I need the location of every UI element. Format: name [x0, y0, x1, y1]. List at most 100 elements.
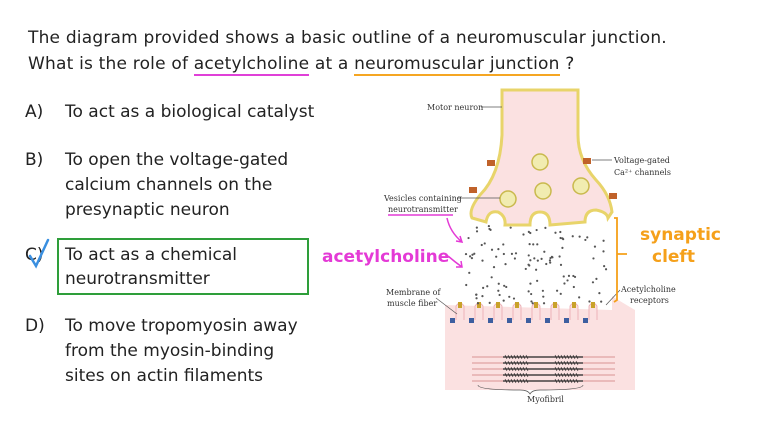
myosin-head — [516, 360, 520, 366]
option-key: A) — [25, 102, 44, 122]
neurotransmitter-dot — [497, 282, 500, 285]
neurotransmitter-dot — [572, 285, 575, 289]
neurotransmitter-dot — [480, 243, 483, 247]
myosin-head — [510, 366, 514, 372]
myosin-head — [569, 378, 573, 384]
myosin-head — [510, 354, 514, 360]
neurotransmitter-dot — [488, 227, 491, 231]
myosin-head — [566, 354, 570, 360]
myosin-head — [522, 378, 526, 384]
neurotransmitter-dot — [578, 296, 581, 299]
neurotransmitter-dot — [536, 243, 539, 246]
myosin-head — [557, 360, 561, 366]
neurotransmitter-dot — [543, 250, 546, 253]
neurotransmitter-dot — [481, 259, 484, 262]
neurotransmitter-dot — [545, 262, 548, 266]
label-muscle-fiber: muscle fiber — [387, 299, 437, 308]
term-neuromuscular-junction: neuromuscular junction — [354, 54, 560, 76]
myosin-head — [504, 378, 508, 384]
myosin-head — [516, 378, 520, 384]
myosin-head — [575, 372, 579, 378]
myofibril — [472, 354, 615, 384]
myosin-head — [557, 372, 561, 378]
myosin-head — [566, 372, 570, 378]
myosin-head — [516, 366, 520, 372]
myosin-head — [507, 378, 511, 384]
neurotransmitter-dot — [540, 257, 543, 260]
neurotransmitter-dot — [508, 295, 511, 298]
neurotransmitter-dot — [502, 243, 505, 246]
acetylcholinesterase — [469, 318, 474, 323]
neurotransmitter-dot — [559, 292, 562, 295]
neurotransmitter-dot — [527, 230, 530, 233]
neurotransmitter-dot — [467, 236, 470, 240]
neurotransmitter-dot — [592, 257, 595, 260]
myosin-head — [566, 378, 570, 384]
synaptic-vesicles — [499, 153, 590, 208]
myosin-head — [510, 378, 514, 384]
myosin-head — [510, 360, 514, 366]
neurotransmitter-dot — [513, 257, 517, 260]
neurotransmitter-dot — [572, 274, 575, 278]
option-text: To open the voltage-gated — [65, 150, 289, 170]
myosin-head — [572, 378, 576, 384]
question-text: at a — [309, 54, 355, 74]
annotation-synaptic: synaptic — [640, 225, 721, 245]
neurotransmitter-dot — [571, 235, 574, 238]
neurotransmitter-molecules — [464, 224, 608, 305]
neurotransmitter-dot — [603, 265, 606, 268]
myosin-head — [566, 360, 570, 366]
neurotransmitter-dot — [544, 226, 547, 229]
neurotransmitter-dot — [578, 235, 581, 238]
label-membrane: Membrane of — [386, 288, 441, 297]
neurotransmitter-dot — [471, 253, 474, 256]
myosin-head — [516, 354, 520, 360]
myosin-head — [519, 360, 523, 366]
neurotransmitter-dot — [586, 236, 589, 239]
neurotransmitter-dot — [559, 236, 562, 240]
myosin-head — [525, 372, 529, 378]
neurotransmitter-dot — [524, 267, 527, 271]
myosin-head — [554, 378, 558, 384]
myosin-head — [572, 360, 576, 366]
label-myofibril: Myofibril — [527, 395, 564, 404]
myosin-head — [522, 372, 526, 378]
neurotransmitter-dot — [598, 292, 601, 295]
myosin-head — [519, 366, 523, 372]
neurotransmitter-dot — [470, 257, 474, 260]
neurotransmitter-dot — [535, 268, 538, 271]
neurotransmitter-dot — [497, 289, 500, 292]
neurotransmitter-dot — [554, 231, 557, 234]
option-text: To move tropomyosin away — [65, 316, 298, 336]
neurotransmitter-dot — [549, 261, 552, 264]
neurotransmitter-dot — [548, 259, 552, 262]
neurotransmitter-dot — [563, 282, 566, 285]
neurotransmitter-dot — [475, 230, 479, 233]
neurotransmitter-dot — [542, 295, 545, 298]
myosin-head — [572, 372, 576, 378]
neurotransmitter-dot — [530, 292, 533, 296]
label-acetylcholine-receptors: Acetylcholine — [620, 285, 676, 294]
myosin-head — [563, 354, 567, 360]
option-text: sites on actin filaments — [65, 366, 264, 386]
myosin-head — [516, 372, 520, 378]
neurotransmitter-dot — [541, 289, 544, 292]
label-voltage-gated: Voltage-gated — [613, 156, 670, 165]
neurotransmitter-dot — [497, 247, 500, 251]
neurotransmitter-dot — [476, 302, 480, 305]
acetylcholine-receptor — [477, 302, 481, 308]
annotation-acetylcholine: acetylcholine — [322, 247, 449, 267]
question-text: What is the role of — [28, 54, 194, 74]
neurotransmitter-dot — [475, 297, 478, 300]
acetylcholinesterase — [526, 318, 531, 323]
neurotransmitter-dot — [509, 226, 512, 229]
neurotransmitter-dot — [558, 255, 561, 258]
label-motor-neuron: Motor neuron — [427, 103, 483, 112]
neurotransmitter-dot — [514, 252, 518, 255]
myosin-head — [557, 354, 561, 360]
neurotransmitter-dot — [550, 255, 553, 258]
neurotransmitter-dot — [522, 233, 525, 236]
myosin-head — [513, 378, 517, 384]
label-ca-channels: Ca²⁺ channels — [614, 168, 671, 177]
neurotransmitter-dot — [465, 283, 468, 287]
